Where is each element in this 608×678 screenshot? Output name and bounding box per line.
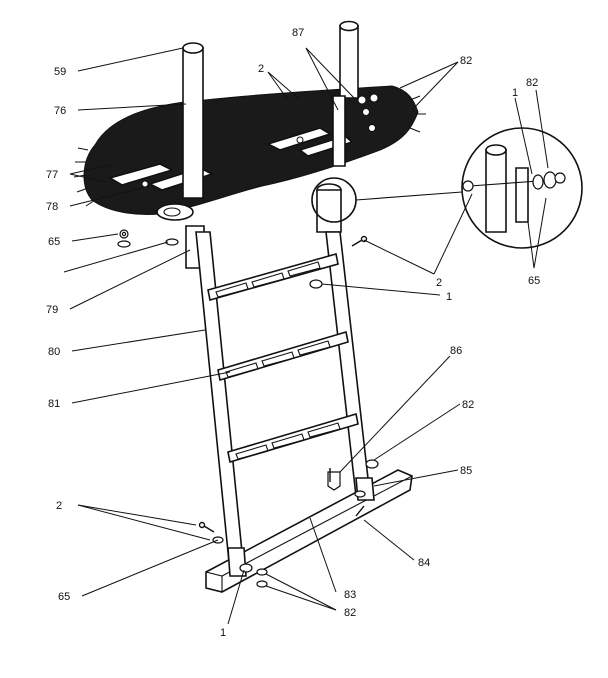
label-78: 78 xyxy=(46,201,58,213)
label-1c: 1 xyxy=(512,87,518,99)
label-82a: 82 xyxy=(460,55,472,67)
label-65b: 65 xyxy=(58,591,70,603)
callout-labels: 59 76 77 78 65 79 80 81 2 65 1 2 87 82 2… xyxy=(46,27,540,639)
right-handrail xyxy=(339,25,359,99)
left-anchor-hole xyxy=(163,207,181,217)
carriage-bolts xyxy=(198,235,368,533)
detail-contents xyxy=(462,144,566,233)
detail-connector xyxy=(355,191,463,201)
right-side-rail xyxy=(325,231,371,497)
tread-2 xyxy=(217,330,349,382)
label-65c: 65 xyxy=(528,275,540,287)
right-rail-bracket xyxy=(332,95,346,167)
label-2a: 2 xyxy=(56,500,62,512)
right-handrail-elbow xyxy=(316,189,342,233)
label-80: 80 xyxy=(48,346,60,358)
tread-1 xyxy=(207,252,339,302)
pool-deck xyxy=(83,85,419,215)
label-86: 86 xyxy=(450,345,462,357)
left-handrail xyxy=(182,47,204,199)
deck-bolt-heads xyxy=(141,93,379,188)
label-82d: 82 xyxy=(344,607,356,619)
mounting-plate-left xyxy=(107,163,175,186)
label-87: 87 xyxy=(292,27,304,39)
right-handrail-top xyxy=(339,20,359,32)
label-1b: 1 xyxy=(446,291,452,303)
label-84: 84 xyxy=(418,557,430,569)
label-82c: 82 xyxy=(462,399,474,411)
label-2b: 2 xyxy=(258,63,264,75)
label-76: 76 xyxy=(54,105,66,117)
tread-3 xyxy=(227,412,359,464)
left-handrail-top xyxy=(182,42,204,54)
label-65a: 65 xyxy=(48,236,60,248)
label-83: 83 xyxy=(344,589,356,601)
leader-lines xyxy=(63,47,549,625)
label-85: 85 xyxy=(460,465,472,477)
label-81: 81 xyxy=(48,398,60,410)
left-anchor-flange xyxy=(156,203,194,221)
label-82b: 82 xyxy=(526,77,538,89)
label-79: 79 xyxy=(46,304,58,316)
label-1a: 1 xyxy=(220,627,226,639)
label-77: 77 xyxy=(46,169,58,181)
label-2c: 2 xyxy=(436,277,442,289)
label-59: 59 xyxy=(54,66,66,78)
